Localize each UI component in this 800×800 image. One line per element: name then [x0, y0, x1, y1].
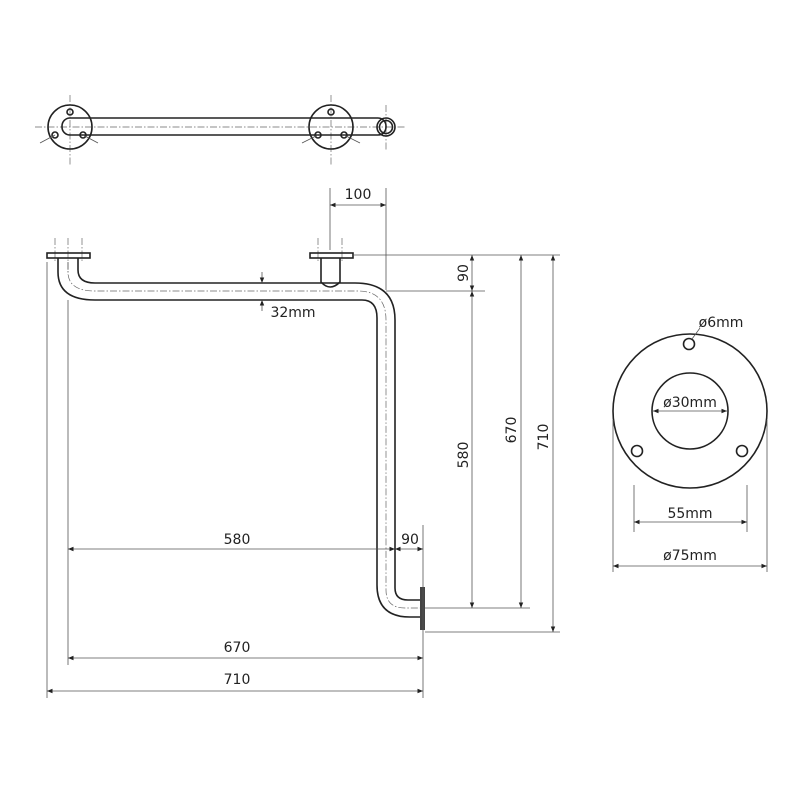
dim-tube-diameter: 32mm	[270, 305, 315, 321]
top-view	[35, 95, 405, 165]
dim-580-horizontal: 580	[224, 532, 251, 548]
flange-outer	[612, 333, 768, 489]
bottom-wall-plate	[420, 587, 425, 630]
hole-diameter-label: ø6mm	[699, 315, 744, 331]
hole-spacing-label: 55mm	[667, 506, 712, 522]
outer-diameter-label: ø75mm	[663, 548, 717, 564]
screw-hole	[682, 337, 696, 351]
dimensions: 100 90 580 670 710 32mm 580 90 670 710	[46, 187, 560, 698]
middle-stub	[320, 258, 341, 288]
dim-90-vertical: 90	[456, 264, 472, 282]
dim-580-vertical: 580	[456, 442, 472, 469]
left-flange-top	[47, 104, 93, 150]
dim-90-horizontal: 90	[401, 532, 419, 548]
flange-view: ø6mm ø30mm 55mm ø75mm	[612, 315, 768, 572]
tube-outline-outer	[77, 258, 422, 601]
right-flange-top	[308, 104, 354, 150]
middle-wall-plate	[309, 252, 354, 259]
screw-hole	[735, 444, 749, 458]
dim-670-horizontal: 670	[224, 640, 251, 656]
left-wall-plate	[46, 252, 91, 259]
dim-710-vertical: 710	[536, 424, 552, 451]
screw-hole	[630, 444, 644, 458]
dim-670-vertical: 670	[504, 417, 520, 444]
flange-inner	[651, 372, 729, 450]
side-view	[46, 238, 425, 630]
dim-100: 100	[345, 187, 372, 203]
tube-outline-inner	[57, 258, 422, 618]
end-cap	[376, 117, 396, 137]
inner-diameter-label: ø30mm	[663, 395, 717, 411]
bar-top	[61, 117, 387, 136]
dim-710-horizontal: 710	[224, 672, 251, 688]
